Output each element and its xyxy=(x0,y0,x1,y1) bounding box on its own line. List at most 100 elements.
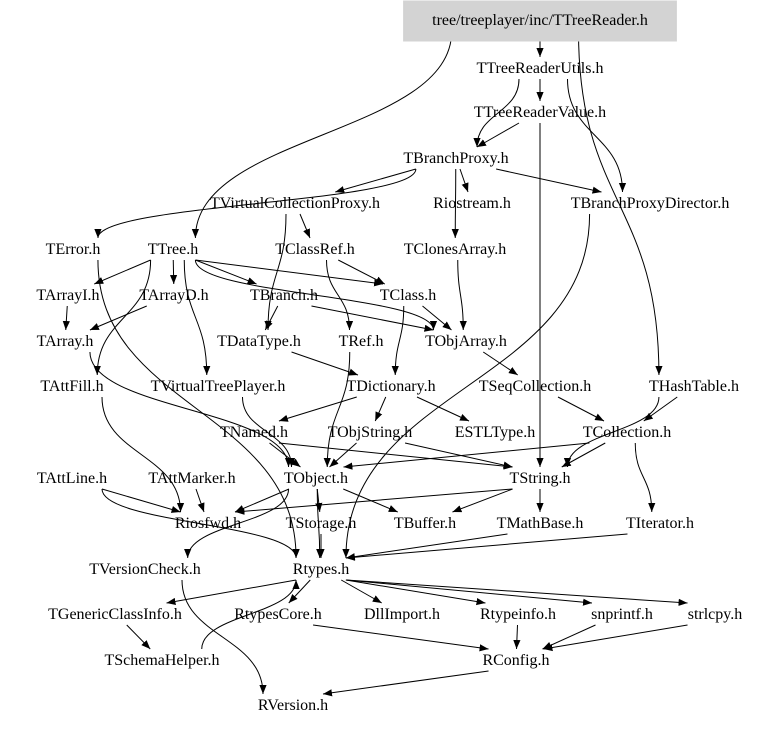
node-tbuffer[interactable]: TBuffer.h xyxy=(394,515,456,532)
node-rtypeinfo[interactable]: Rtypeinfo.h xyxy=(480,606,556,623)
node-label: TGenericClassInfo.h xyxy=(48,606,182,623)
node-snprintf[interactable]: snprintf.h xyxy=(591,606,653,623)
edge-tdictionary-to-tnamed xyxy=(278,396,357,422)
edge-terror-to-rtypes xyxy=(97,259,300,559)
edge-tversioncheck-to-rversion xyxy=(181,579,267,695)
node-tattmarker[interactable]: TAttMarker.h xyxy=(148,470,235,487)
edge-tbranch-to-tdatatype xyxy=(264,305,279,331)
node-tbranchproxydirector[interactable]: TBranchProxyDirector.h xyxy=(571,195,730,212)
node-label: TVirtualTreePlayer.h xyxy=(151,378,286,395)
node-tseqcollection[interactable]: TSeqCollection.h xyxy=(479,378,591,395)
edge-thashtable-to-tstring xyxy=(563,396,660,468)
edge-tdictionary-to-tobjstring xyxy=(374,396,387,422)
node-label: Rtypes.h xyxy=(293,561,349,578)
node-label: tree/treeplayer/inc/TTreeReader.h xyxy=(432,12,648,29)
edge-tarray-to-tobject xyxy=(89,351,293,468)
edge-tattline-to-rtypes xyxy=(101,488,300,559)
node-tmathbase[interactable]: TMathBase.h xyxy=(497,515,584,532)
node-tclassref[interactable]: TClassRef.h xyxy=(275,241,355,258)
node-label: TError.h xyxy=(46,241,101,258)
node-label: TString.h xyxy=(510,470,571,487)
edge-thashtable-to-tcollection xyxy=(643,396,678,422)
node-label: TIterator.h xyxy=(626,515,694,532)
edge-tbranchproxy-to-terror xyxy=(94,168,417,239)
node-rversion[interactable]: RVersion.h xyxy=(258,697,328,714)
node-label: TVirtualCollectionProxy.h xyxy=(210,195,380,212)
node-ttreereadervalue[interactable]: TTreeReaderValue.h xyxy=(474,104,606,121)
node-tref[interactable]: TRef.h xyxy=(339,333,384,350)
edge-tseqcollection-to-tcollection xyxy=(557,396,605,422)
edge-rtypescore-to-rconfig xyxy=(312,624,489,652)
edge-tobject-to-tversioncheck xyxy=(184,488,290,559)
edge-ttree-to-tarrayi xyxy=(94,259,151,285)
edge-tattline-to-riosfwd xyxy=(101,488,181,513)
edge-tbranchproxy-to-riostream xyxy=(459,168,469,193)
edge-tbranchproxydirector-to-rtypes xyxy=(342,213,591,559)
edge-ttree-to-tarrayd xyxy=(169,259,178,285)
edge-rtypeinfo-to-rconfig xyxy=(513,624,521,650)
node-tvirtualtreeplayer[interactable]: TVirtualTreePlayer.h xyxy=(151,378,286,395)
edge-tclass-to-tobjarray xyxy=(422,305,452,331)
edge-tvirtualtreeplayer-to-tobject xyxy=(242,396,296,468)
node-riostream[interactable]: Riostream.h xyxy=(433,195,511,212)
node-tobject[interactable]: TObject.h xyxy=(284,470,348,487)
node-tarrayi[interactable]: TArrayI.h xyxy=(36,287,99,304)
node-terror[interactable]: TError.h xyxy=(46,241,101,258)
node-tarrayd[interactable]: TArrayD.h xyxy=(139,287,208,304)
edge-rconfig-to-rversion xyxy=(322,670,489,697)
node-riosfwd[interactable]: Riosfwd.h xyxy=(175,515,241,532)
node-label: Riostream.h xyxy=(433,195,511,212)
edge-tstring-to-riosfwd xyxy=(235,488,513,515)
node-tbranch[interactable]: TBranch.h xyxy=(250,287,318,304)
node-thashtable[interactable]: THashTable.h xyxy=(649,378,739,395)
edge-tvirtualcollectionproxy-to-tclassref xyxy=(299,213,311,239)
node-tvirtualcollectionproxy[interactable]: TVirtualCollectionProxy.h xyxy=(210,195,380,212)
edge-tobjstring-to-tstring xyxy=(404,442,513,469)
node-tgenericclassinfo[interactable]: TGenericClassInfo.h xyxy=(48,606,182,623)
node-titerator[interactable]: TIterator.h xyxy=(626,515,694,532)
node-label: RtypesCore.h xyxy=(234,606,322,623)
node-dllimport[interactable]: DllImport.h xyxy=(364,606,440,623)
node-estltype[interactable]: ESTLType.h xyxy=(455,424,536,441)
node-tarray[interactable]: TArray.h xyxy=(37,333,94,350)
edge-tdatatype-to-tdictionary xyxy=(291,351,359,376)
node-label: Rtypeinfo.h xyxy=(480,606,556,623)
node-label: TObject.h xyxy=(284,470,348,487)
node-tattline[interactable]: TAttLine.h xyxy=(37,470,107,487)
edge-tattmarker-to-riosfwd xyxy=(195,488,205,513)
node-label: TAttFill.h xyxy=(40,378,103,395)
edge-tclonesarray-to-tobjarray xyxy=(457,259,467,331)
root-node-box xyxy=(403,0,677,42)
edge-tarrayd-to-tarray xyxy=(89,305,147,331)
node-tnamed[interactable]: TNamed.h xyxy=(220,424,288,441)
node-tschemahelper[interactable]: TSchemaHelper.h xyxy=(104,652,219,669)
node-tversioncheck[interactable]: TVersionCheck.h xyxy=(89,561,201,578)
edge-tobjarray-to-tseqcollection xyxy=(482,351,519,376)
edge-ttree-to-tclass xyxy=(195,259,384,287)
node-rconfig[interactable]: RConfig.h xyxy=(482,652,549,669)
node-strlcpy[interactable]: strlcpy.h xyxy=(688,606,743,623)
node-tattfill[interactable]: TAttFill.h xyxy=(40,378,103,395)
node-tbranchproxy[interactable]: TBranchProxy.h xyxy=(403,150,508,167)
node-tclonesarray[interactable]: TClonesArray.h xyxy=(404,241,507,258)
node-label: TSeqCollection.h xyxy=(479,378,591,395)
node-label: TTreeReaderValue.h xyxy=(474,104,606,121)
node-tstring[interactable]: TString.h xyxy=(510,470,571,487)
edge-tclassref-to-tref xyxy=(326,259,354,331)
node-label: RVersion.h xyxy=(258,697,328,714)
node-label: TDictionary.h xyxy=(346,378,435,395)
node-tstorage[interactable]: TStorage.h xyxy=(286,515,357,532)
node-rtypescore[interactable]: RtypesCore.h xyxy=(234,606,322,623)
node-tdatatype[interactable]: TDataType.h xyxy=(217,333,301,350)
edge-tbranchproxy-to-tclonesarray xyxy=(451,168,459,239)
node-rtypes[interactable]: Rtypes.h xyxy=(293,561,349,578)
node-ttree[interactable]: TTree.h xyxy=(148,241,199,258)
node-tdictionary[interactable]: TDictionary.h xyxy=(346,378,435,395)
node-tcollection[interactable]: TCollection.h xyxy=(583,424,671,441)
node-root[interactable]: tree/treeplayer/inc/TTreeReader.h xyxy=(403,0,677,42)
node-label: strlcpy.h xyxy=(688,606,743,623)
node-ttreereaderutils[interactable]: TTreeReaderUtils.h xyxy=(477,60,604,77)
node-tclass[interactable]: TClass.h xyxy=(380,287,436,304)
node-tobjstring[interactable]: TObjString.h xyxy=(328,424,413,441)
node-tobjarray[interactable]: TObjArray.h xyxy=(425,333,507,350)
